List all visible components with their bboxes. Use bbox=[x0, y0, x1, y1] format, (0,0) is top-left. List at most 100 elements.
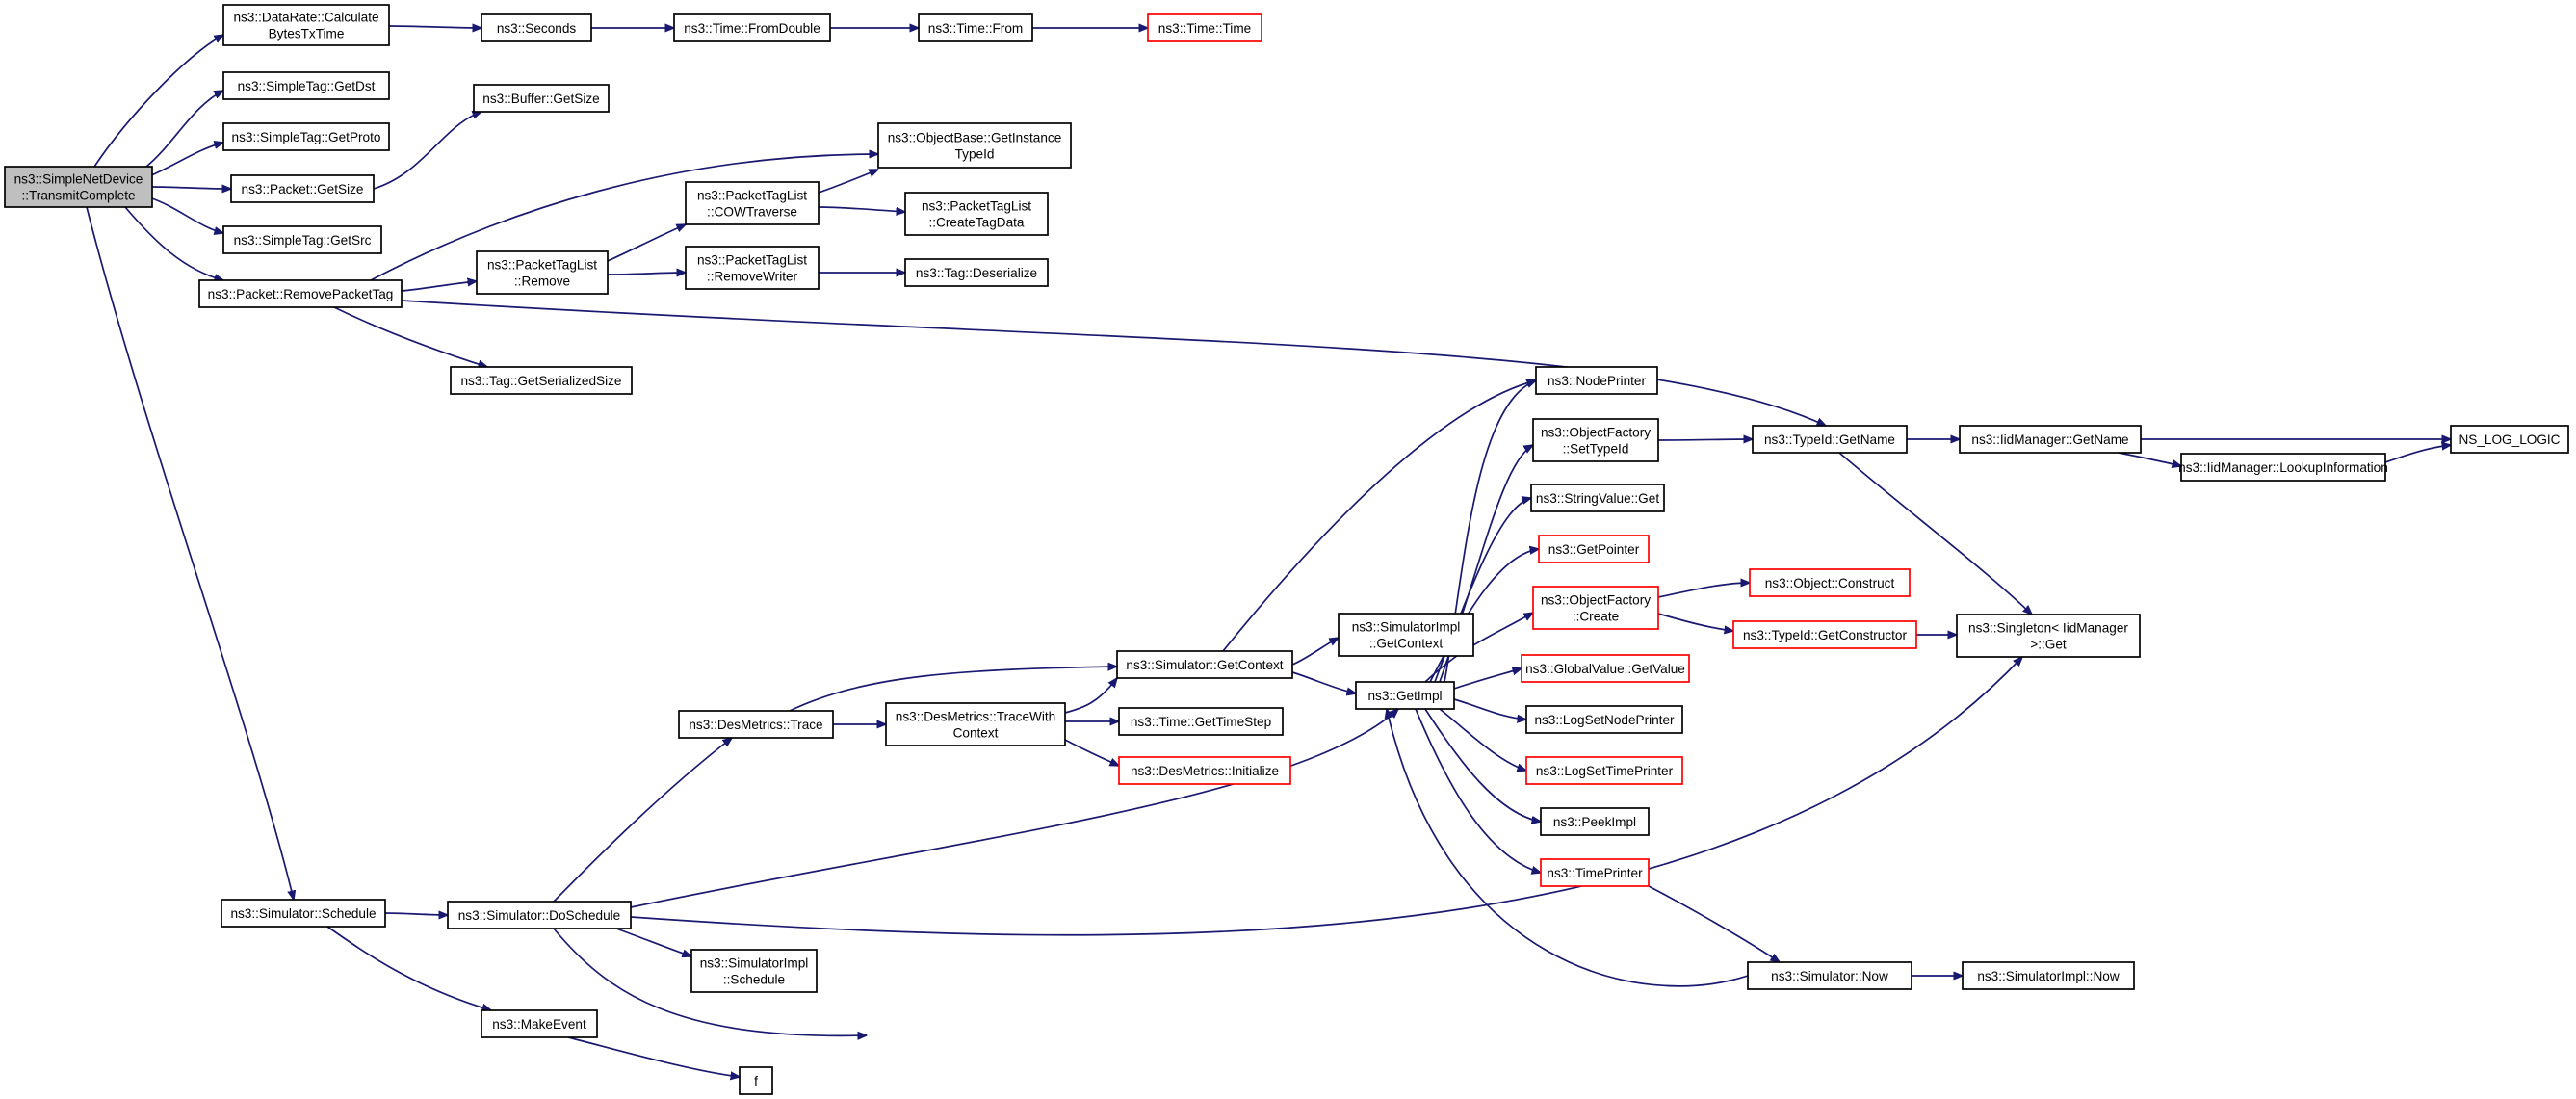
node-box[interactable] bbox=[1956, 614, 2141, 658]
node-ns3-simulatorimpl-schedule[interactable]: ns3::SimulatorImpl::Schedule bbox=[690, 949, 818, 993]
node-ns3-simulator-doschedule[interactable]: ns3::Simulator::DoSchedule bbox=[447, 901, 632, 929]
node-box[interactable] bbox=[473, 84, 610, 113]
node-box[interactable] bbox=[1752, 425, 1908, 454]
node-ns3-logsetnodeprinter[interactable]: ns3::LogSetNodePrinter bbox=[1525, 705, 1683, 734]
node-box[interactable] bbox=[1532, 418, 1659, 462]
node-ns3-time-time[interactable]: ns3::Time::Time bbox=[1147, 13, 1262, 42]
node-ns3-simulator-schedule[interactable]: ns3::Simulator::Schedule bbox=[221, 899, 386, 928]
node-box[interactable] bbox=[198, 279, 403, 308]
node-box[interactable] bbox=[918, 13, 1033, 42]
node-ns3-packettaglist-createtagdata[interactable]: ns3::PacketTagList::CreateTagData bbox=[904, 192, 1049, 236]
node-box[interactable] bbox=[476, 250, 609, 295]
node-box[interactable] bbox=[2180, 453, 2386, 482]
node-ns3-packet-removepackettag[interactable]: ns3::Packet::RemovePacketTag bbox=[198, 279, 403, 308]
node-ns3-tag-getserializedsize[interactable]: ns3::Tag::GetSerializedSize bbox=[450, 366, 633, 395]
node-box[interactable] bbox=[678, 710, 834, 739]
node-box[interactable] bbox=[1525, 705, 1683, 734]
node-box[interactable] bbox=[1747, 961, 1912, 990]
node-box[interactable] bbox=[4, 166, 153, 208]
node-f[interactable]: f bbox=[739, 1066, 773, 1095]
node-ns3-globalvalue-getvalue[interactable]: ns3::GlobalValue::GetValue bbox=[1521, 654, 1690, 683]
node-box[interactable] bbox=[1525, 756, 1683, 785]
node-box[interactable] bbox=[2450, 425, 2569, 454]
node-ns3-packettaglist-remove[interactable]: ns3::PacketTagList::Remove bbox=[476, 250, 609, 295]
node-ns3-simpletag-getdst[interactable]: ns3::SimpleTag::GetDst bbox=[222, 71, 390, 100]
node-box[interactable] bbox=[1355, 681, 1455, 710]
node-ns-log-logic[interactable]: NS_LOG_LOGIC bbox=[2450, 425, 2569, 454]
node-box[interactable] bbox=[1962, 961, 2135, 990]
node-box[interactable] bbox=[450, 366, 633, 395]
node-box[interactable] bbox=[1540, 807, 1650, 836]
node-box[interactable] bbox=[1959, 425, 2142, 454]
node-box[interactable] bbox=[685, 246, 820, 290]
node-ns3-time-gettimestep[interactable]: ns3::Time::GetTimeStep bbox=[1118, 707, 1284, 736]
node-ns3-simulatorimpl-now[interactable]: ns3::SimulatorImpl::Now bbox=[1962, 961, 2135, 990]
node-ns3-stringvalue-get[interactable]: ns3::StringValue::Get bbox=[1530, 484, 1665, 512]
node-ns3-desmetrics-initialize[interactable]: ns3::DesMetrics::Initialize bbox=[1118, 756, 1291, 785]
node-box[interactable] bbox=[230, 174, 375, 203]
node-ns3-desmetrics-trace[interactable]: ns3::DesMetrics::Trace bbox=[678, 710, 834, 739]
node-ns3-nodeprinter[interactable]: ns3::NodePrinter bbox=[1535, 366, 1658, 395]
node-ns3-simplenetdevice-transmitcomplete[interactable]: ns3::SimpleNetDevice::TransmitComplete bbox=[4, 166, 153, 208]
node-ns3-seconds[interactable]: ns3::Seconds bbox=[481, 13, 592, 42]
node-ns3-peekimpl[interactable]: ns3::PeekImpl bbox=[1540, 807, 1650, 836]
node-box[interactable] bbox=[222, 4, 390, 46]
node-box[interactable] bbox=[904, 258, 1049, 287]
node-box[interactable] bbox=[222, 122, 390, 151]
node-ns3-logsettimeprinter[interactable]: ns3::LogSetTimePrinter bbox=[1525, 756, 1683, 785]
node-box[interactable] bbox=[1749, 568, 1911, 597]
node-ns3-iidmanager-getname[interactable]: ns3::IidManager::GetName bbox=[1959, 425, 2142, 454]
node-ns3-packettaglist-removewriter[interactable]: ns3::PacketTagList::RemoveWriter bbox=[685, 246, 820, 290]
node-ns3-timeprinter[interactable]: ns3::TimePrinter bbox=[1540, 858, 1650, 887]
node-box[interactable] bbox=[1535, 366, 1658, 395]
node-ns3-tag-deserialize[interactable]: ns3::Tag::Deserialize bbox=[904, 258, 1049, 287]
node-ns3-simulator-now[interactable]: ns3::Simulator::Now bbox=[1747, 961, 1912, 990]
node-ns3-typeid-getconstructor[interactable]: ns3::TypeId::GetConstructor bbox=[1732, 620, 1917, 649]
node-box[interactable] bbox=[685, 181, 820, 225]
node-box[interactable] bbox=[1147, 13, 1262, 42]
node-box[interactable] bbox=[447, 901, 632, 929]
node-ns3-simpletag-getsrc[interactable]: ns3::SimpleTag::GetSrc bbox=[222, 225, 382, 254]
node-box[interactable] bbox=[481, 13, 592, 42]
node-box[interactable] bbox=[1338, 613, 1474, 657]
node-ns3-time-fromdouble[interactable]: ns3::Time::FromDouble bbox=[673, 13, 831, 42]
node-ns3-simulatorimpl-getcontext[interactable]: ns3::SimulatorImpl::GetContext bbox=[1338, 613, 1474, 657]
node-box[interactable] bbox=[1538, 535, 1650, 563]
node-box[interactable] bbox=[904, 192, 1049, 236]
node-box[interactable] bbox=[690, 949, 818, 993]
node-box[interactable] bbox=[481, 1009, 598, 1038]
node-ns3-iidmanager-lookupinformation[interactable]: ns3::IidManager::LookupInformation bbox=[2178, 453, 2388, 482]
node-box[interactable] bbox=[1116, 650, 1293, 679]
node-ns3-objectfactory-create[interactable]: ns3::ObjectFactory::Create bbox=[1532, 586, 1659, 630]
node-box[interactable] bbox=[1118, 756, 1291, 785]
node-ns3-singleton-iidmanager-get[interactable]: ns3::Singleton< IidManager>::Get bbox=[1956, 614, 2141, 658]
node-ns3-makeevent[interactable]: ns3::MakeEvent bbox=[481, 1009, 598, 1038]
node-ns3-object-construct[interactable]: ns3::Object::Construct bbox=[1749, 568, 1911, 597]
node-box[interactable] bbox=[1521, 654, 1690, 683]
node-box[interactable] bbox=[1118, 707, 1284, 736]
node-ns3-simulator-getcontext[interactable]: ns3::Simulator::GetContext bbox=[1116, 650, 1293, 679]
node-ns3-getimpl[interactable]: ns3::GetImpl bbox=[1355, 681, 1455, 710]
node-ns3-typeid-getname[interactable]: ns3::TypeId::GetName bbox=[1752, 425, 1908, 454]
node-ns3-getpointer[interactable]: ns3::GetPointer bbox=[1538, 535, 1650, 563]
node-box[interactable] bbox=[1532, 586, 1659, 630]
node-box[interactable] bbox=[222, 225, 382, 254]
node-box[interactable] bbox=[885, 702, 1066, 746]
node-box[interactable] bbox=[1732, 620, 1917, 649]
node-ns3-objectfactory-settypeid[interactable]: ns3::ObjectFactory::SetTypeId bbox=[1532, 418, 1659, 462]
node-ns3-packettaglist-cowtraverse[interactable]: ns3::PacketTagList::COWTraverse bbox=[685, 181, 820, 225]
node-box[interactable] bbox=[221, 899, 386, 928]
node-box[interactable] bbox=[673, 13, 831, 42]
node-box[interactable] bbox=[739, 1066, 773, 1095]
node-box[interactable] bbox=[877, 122, 1072, 169]
node-box[interactable] bbox=[222, 71, 390, 100]
node-box[interactable] bbox=[1530, 484, 1665, 512]
node-ns3-time-from[interactable]: ns3::Time::From bbox=[918, 13, 1033, 42]
node-ns3-packet-getsize[interactable]: ns3::Packet::GetSize bbox=[230, 174, 375, 203]
node-ns3-buffer-getsize[interactable]: ns3::Buffer::GetSize bbox=[473, 84, 610, 113]
node-ns3-simpletag-getproto[interactable]: ns3::SimpleTag::GetProto bbox=[222, 122, 390, 151]
node-box[interactable] bbox=[1540, 858, 1650, 887]
